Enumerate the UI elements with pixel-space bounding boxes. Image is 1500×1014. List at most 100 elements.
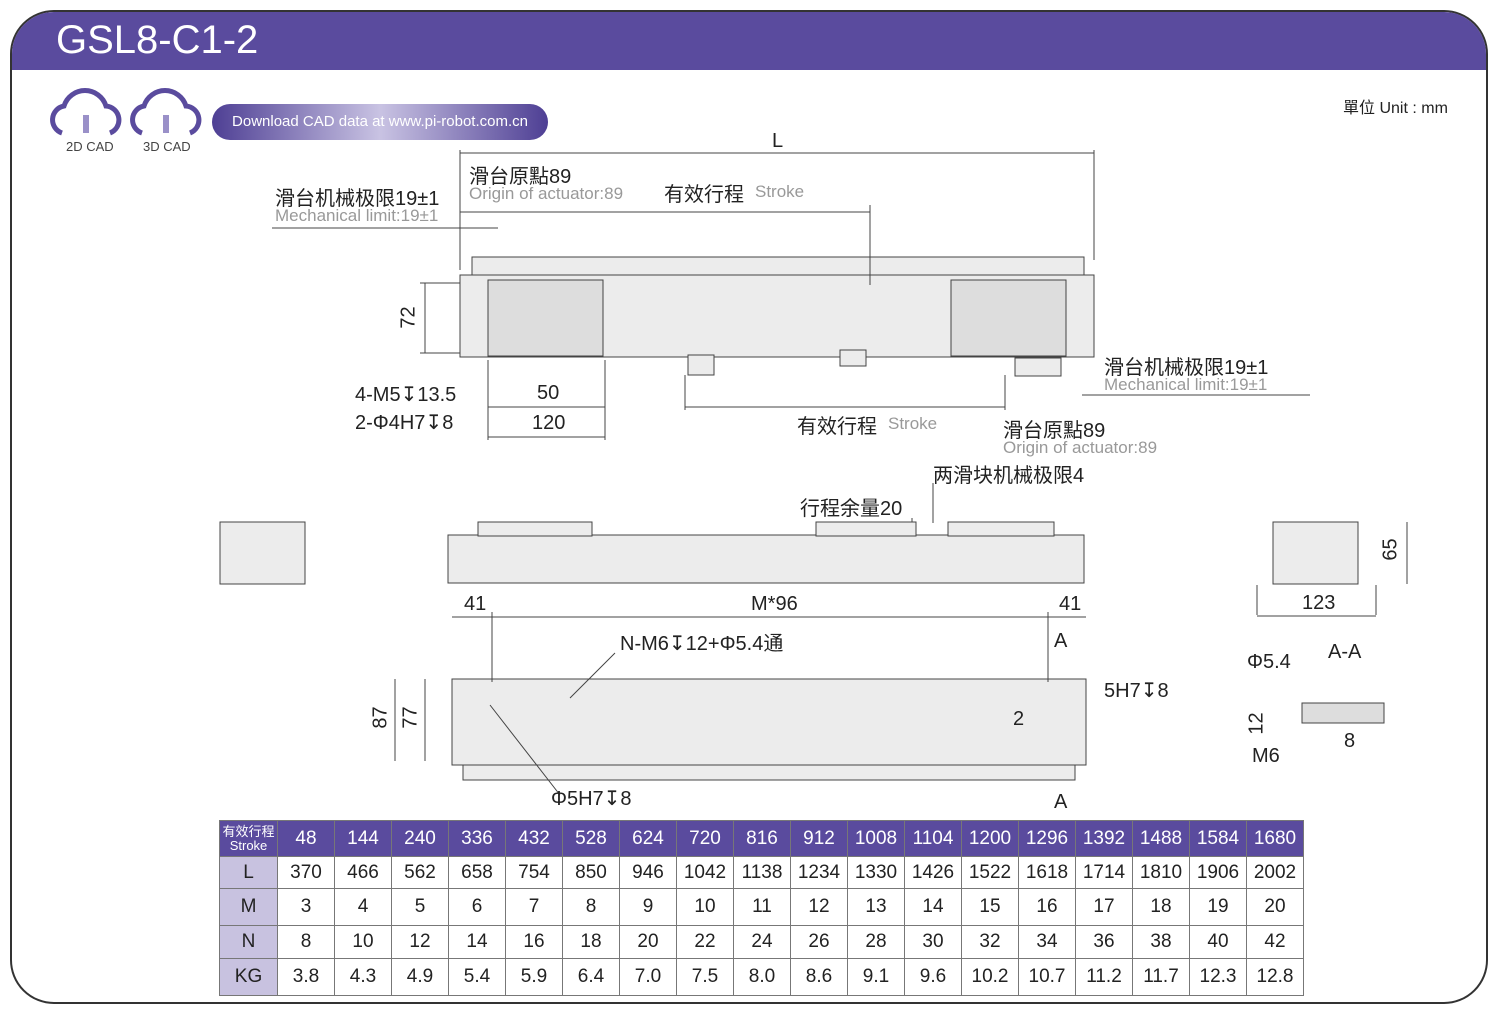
table-cell: 10 [334,925,392,959]
table-cell: 4.9 [391,958,449,996]
note-d5h7: Φ5H7↧8 [551,788,632,810]
stroke-cell: 336 [448,820,506,857]
stroke-cell: 624 [619,820,677,857]
table-cell: 9.1 [847,958,905,996]
cad-3d-label[interactable]: 3D CAD [143,139,191,154]
table-cell: 4 [334,888,392,926]
dim-8: 8 [1344,730,1356,752]
table-cell: 28 [847,925,905,959]
table-cell: 38 [1132,925,1190,959]
row-header: N [219,925,278,959]
mech-limit-cn: 滑台机械极限19±1 [275,188,440,210]
table-cell: 42 [1246,925,1304,959]
cloud-2d-icon [50,88,122,136]
stroke-cell: 720 [676,820,734,857]
stroke-en-2: Stroke [888,414,938,433]
download-cad-button[interactable]: Download CAD data at www.pi-robot.com.cn [212,104,548,140]
table-cell: 658 [448,856,506,889]
dimension-lines [272,150,1310,548]
dim-50: 50 [537,382,560,404]
table-cell: 8 [562,888,620,926]
table-cell: 1138 [733,856,791,889]
table-cell: 6 [448,888,506,926]
table-cell: 8.0 [733,958,791,996]
table-cell: 40 [1189,925,1247,959]
table-cell: 3.8 [277,958,335,996]
stroke-cell: 1584 [1189,820,1247,857]
stroke-cell: 240 [391,820,449,857]
note-m5: 4-M5↧13.5 [355,384,457,406]
bottom-view [394,522,1408,796]
stroke-header-en: Stroke [229,837,268,853]
dim-2: 2 [1013,708,1025,730]
table-cell: 16 [505,925,563,959]
mech-limit-cn-right: 滑台机械极限19±1 [1104,357,1269,379]
table-cell: 26 [790,925,848,959]
unit-label: 單位 Unit : mm [1343,100,1448,117]
cad-2d-label[interactable]: 2D CAD [66,139,114,154]
dim-m6: M6 [1252,745,1280,767]
dim-12: 12 [1245,712,1268,735]
table-cell: 562 [391,856,449,889]
table-cell: 14 [448,925,506,959]
table-cell: 1906 [1189,856,1247,889]
table-cell: 16 [1018,888,1076,926]
table-cell: 22 [676,925,734,959]
origin-cn-2: 滑台原點89 [1003,420,1106,442]
stroke-cell: 144 [334,820,392,857]
section-mark-a-top: A [1054,630,1068,652]
dim-87: 87 [369,706,392,729]
table-cell: 18 [1132,888,1190,926]
table-cell: 5.4 [448,958,506,996]
row-header: KG [219,958,278,996]
top-view [459,256,1095,377]
table-cell: 24 [733,925,791,959]
table-cell: 1810 [1132,856,1190,889]
dim-m96: M*96 [751,593,798,615]
title-bar: GSL8-C1-2 [12,12,1486,70]
stroke-cn-2: 有效行程 [797,416,877,438]
note-d4: 2-Φ4H7↧8 [355,412,454,434]
table-cell: 34 [1018,925,1076,959]
table-cell: 18 [562,925,620,959]
table-cell: 5.9 [505,958,563,996]
stroke-cell: 1680 [1246,820,1304,857]
table-cell: 12 [391,925,449,959]
section-aa-title: A-A [1328,641,1362,663]
table-cell: 10 [676,888,734,926]
note-5h7: 5H7↧8 [1104,680,1169,702]
table-cell: 11 [733,888,791,926]
table-cell: 1522 [961,856,1019,889]
stroke-cell: 1104 [904,820,962,857]
dim-65: 65 [1379,538,1402,561]
dim-120: 120 [532,412,566,434]
stroke-cell: 528 [562,820,620,857]
dim-41-right: 41 [1059,593,1082,615]
section-aa [1301,702,1385,724]
stroke-cell: 816 [733,820,791,857]
table-cell: 9.6 [904,958,962,996]
stroke-margin: 行程余量20 [800,498,903,520]
stroke-cell: 1296 [1018,820,1076,857]
two-slider-limit: 两滑块机械极限4 [933,465,1085,487]
table-cell: 11.2 [1075,958,1133,996]
table-cell: 1042 [676,856,734,889]
table-cell: 19 [1189,888,1247,926]
table-cell: 6.4 [562,958,620,996]
table-cell: 20 [1246,888,1304,926]
table-cell: 30 [904,925,962,959]
table-cell: 15 [961,888,1019,926]
stroke-header-cn: 有效行程 [222,823,275,839]
table-cell: 9 [619,888,677,926]
stroke-cell: 432 [505,820,563,857]
row-header: M [219,888,278,926]
table-cell: 7 [505,888,563,926]
table-cell: 11.7 [1132,958,1190,996]
row-header: L [219,856,278,889]
